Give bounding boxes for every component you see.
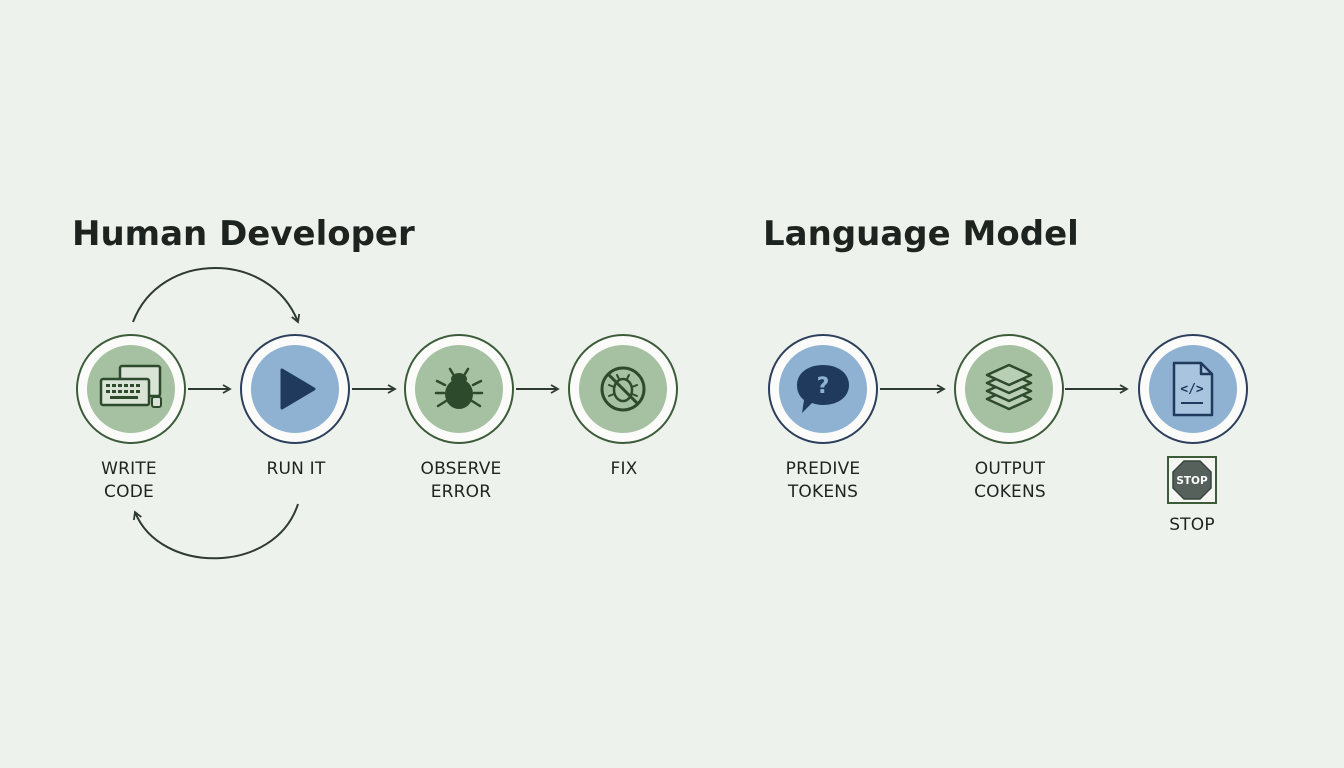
run-it-label: RUN IT	[266, 459, 326, 479]
fix-label: FIX	[610, 459, 638, 479]
svg-text:</>: </>	[1180, 382, 1204, 397]
fix-node	[568, 334, 678, 444]
stop-sign-box: STOP	[1167, 456, 1217, 504]
stop-sign-icon: STOP	[1172, 460, 1212, 500]
stop-node: </>	[1138, 334, 1248, 444]
write-code-node	[76, 334, 186, 444]
output-tokens-node	[954, 334, 1064, 444]
code-file-icon: </>	[1172, 361, 1214, 417]
language-model-title: Language Model	[763, 214, 1079, 254]
keyboard-monitor-icon	[99, 364, 162, 408]
svg-text:STOP: STOP	[1176, 475, 1208, 487]
observe-error-node	[404, 334, 514, 444]
loop-arc-bottom	[132, 503, 299, 560]
predict-tokens-node: ?	[768, 334, 878, 444]
svg-text:?: ?	[817, 374, 830, 399]
question-bubble-icon: ?	[797, 365, 849, 413]
loop-arc-top	[132, 267, 301, 324]
layers-icon	[985, 363, 1033, 411]
stop-label: STOP	[1169, 515, 1215, 535]
no-bug-icon	[600, 366, 646, 412]
bug-icon	[434, 367, 484, 409]
play-icon	[280, 368, 316, 410]
run-it-node	[240, 334, 350, 444]
human-developer-title: Human Developer	[72, 214, 415, 254]
